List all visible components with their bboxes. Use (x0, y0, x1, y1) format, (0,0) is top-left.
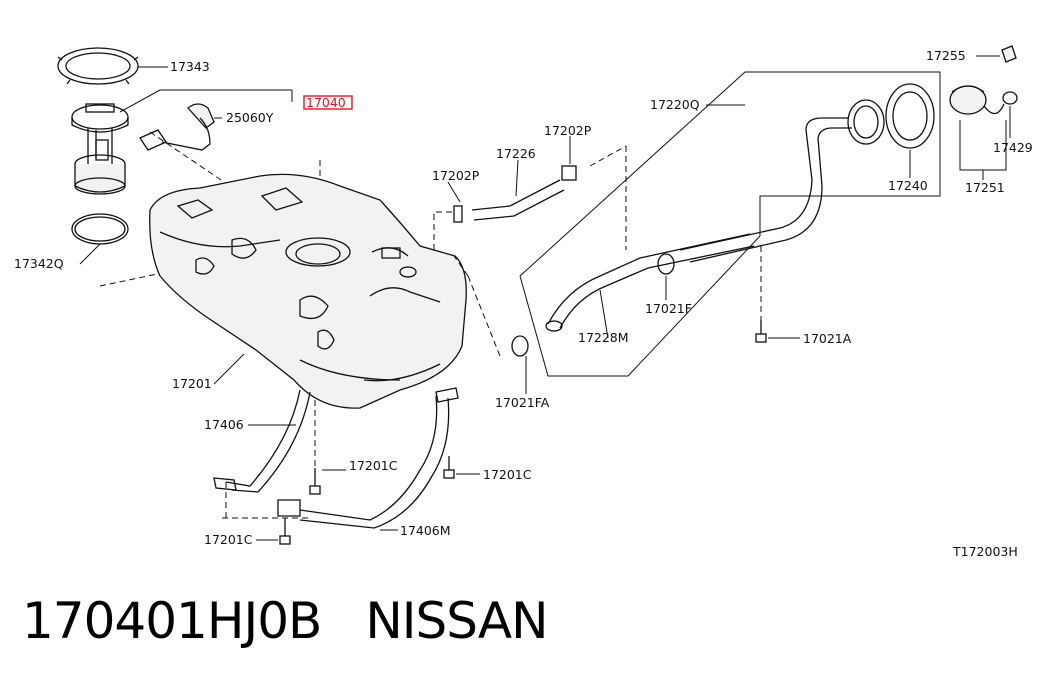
label-17201C-c: 17201C (204, 532, 253, 547)
label-17226: 17226 (496, 146, 536, 161)
label-17240: 17240 (888, 178, 928, 193)
brand-name: NISSAN (365, 592, 548, 650)
o-ring-17342Q (71, 213, 129, 245)
lock-ring-17343 (57, 47, 139, 85)
fuel-tank-17201 (149, 173, 467, 409)
bolt-17021A (755, 320, 767, 343)
bolt-17201C-a (309, 468, 321, 495)
label-17406M: 17406M (400, 523, 451, 538)
label-17429: 17429 (993, 140, 1033, 155)
fuel-level-sensor-25060Y (139, 103, 215, 151)
label-17251: 17251 (965, 180, 1005, 195)
bolt-17201C-c (279, 518, 291, 545)
filler-cap-17251 (949, 85, 1005, 115)
fuel-tank-strap-17406M (277, 387, 459, 529)
label-17021A: 17021A (803, 331, 852, 346)
fuel-tank-strap-17406 (213, 389, 311, 493)
bolt-17201C-b (443, 456, 455, 479)
clip-17255 (1001, 45, 1017, 63)
hose-17226 (471, 179, 565, 221)
part-caption: 170401HJ0B NISSAN (22, 592, 549, 650)
label-17220Q: 17220Q (650, 97, 700, 112)
label-17021F: 17021F (645, 301, 692, 316)
label-17201: 17201 (172, 376, 212, 391)
label-17040: 17040 (306, 95, 346, 110)
label-17343: 17343 (170, 59, 210, 74)
label-reference-code: T172003H (952, 544, 1018, 559)
label-17202P-a: 17202P (432, 168, 480, 183)
label-17202P-b: 17202P (544, 123, 592, 138)
tether-17429 (1002, 91, 1018, 105)
clamp-17021F (657, 253, 675, 275)
highlight-box (303, 95, 353, 110)
label-17228M: 17228M (578, 330, 629, 345)
label-17342Q: 17342Q (14, 256, 64, 271)
label-17255: 17255 (926, 48, 966, 63)
clip-17202P-b (561, 165, 577, 181)
fuel-pump-module-17040 (71, 103, 129, 195)
label-17021FA: 17021FA (495, 395, 550, 410)
filler-pipe-17228M (545, 99, 885, 332)
label-17201C-b: 17201C (483, 467, 532, 482)
clip-17202P-a (453, 205, 463, 223)
label-17201C-a: 17201C (349, 458, 398, 473)
part-number: 170401HJ0B (22, 592, 322, 650)
label-25060Y: 25060Y (226, 110, 274, 125)
clamp-17021FA (511, 335, 529, 357)
label-17406: 17406 (204, 417, 244, 432)
gasket-17240 (885, 83, 935, 149)
